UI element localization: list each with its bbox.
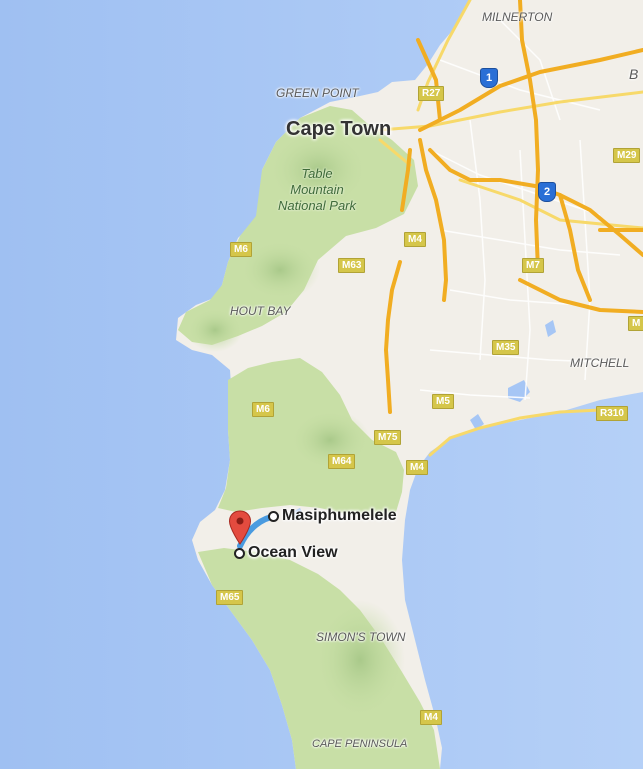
waypoint-circle-icon [234, 547, 245, 559]
road-shield-r27: R27 [418, 86, 445, 101]
hill-shade [268, 130, 368, 210]
road-shield-m75: M75 [374, 430, 402, 445]
place-label-b: B [629, 66, 639, 82]
hill-shade [315, 600, 405, 720]
road-shield-m6: M6 [230, 242, 252, 257]
route-origin-marker[interactable]: Masiphumelele [268, 507, 397, 525]
national-route-shield-2: 2 [538, 182, 556, 202]
map-pin-icon[interactable] [228, 510, 252, 546]
hill-shade [187, 308, 243, 352]
road-shield-m6: M6 [252, 402, 274, 417]
park-label-line: National Park [277, 198, 357, 213]
place-label-simons-town: SIMON'S TOWN [316, 630, 406, 644]
road-shield-m65: M65 [216, 590, 244, 605]
inland-water [470, 414, 484, 430]
road-shield-m7: M7 [522, 258, 544, 273]
place-label-mitchells-plain: MITCHELL [570, 356, 630, 370]
place-label-green-point: GREEN POINT [276, 86, 359, 100]
city-label-cape-town: Cape Town [286, 118, 392, 140]
road-shield-m35: M35 [492, 340, 520, 355]
road-shield-m5: M5 [432, 394, 454, 409]
place-label-hout-bay: HOUT BAY [230, 304, 291, 318]
road-shield-m4: M4 [406, 460, 428, 475]
road-shield-m4: M4 [420, 710, 442, 725]
route-destination-marker[interactable]: Ocean View [234, 544, 338, 562]
map-pin-dot [236, 517, 244, 525]
road-shield-m: M [628, 316, 643, 331]
road-shield-r310: R310 [596, 406, 628, 421]
road-shield-m63: M63 [338, 258, 366, 273]
place-label-cape-peninsula: CAPE PENINSULA [312, 738, 408, 750]
park-label-line: Mountain [290, 182, 344, 197]
road-shield-m4: M4 [404, 232, 426, 247]
route-origin-label[interactable]: Masiphumelele [282, 507, 397, 524]
national-route-shield-1: 1 [480, 68, 498, 88]
inland-water [292, 508, 304, 520]
route-destination-label[interactable]: Ocean View [248, 544, 338, 561]
inland-water [545, 320, 556, 337]
waypoint-circle-icon [268, 510, 279, 522]
place-label-milnerton: MILNERTON [482, 10, 553, 24]
map-pin-body [228, 510, 252, 545]
park-label: Table Mountain National Park [262, 166, 372, 214]
road-shield-m29: M29 [613, 148, 641, 163]
road-shield-m64: M64 [328, 454, 356, 469]
hill-shade [240, 240, 320, 300]
highways [384, 0, 643, 414]
park-label-line: Table [301, 166, 333, 181]
